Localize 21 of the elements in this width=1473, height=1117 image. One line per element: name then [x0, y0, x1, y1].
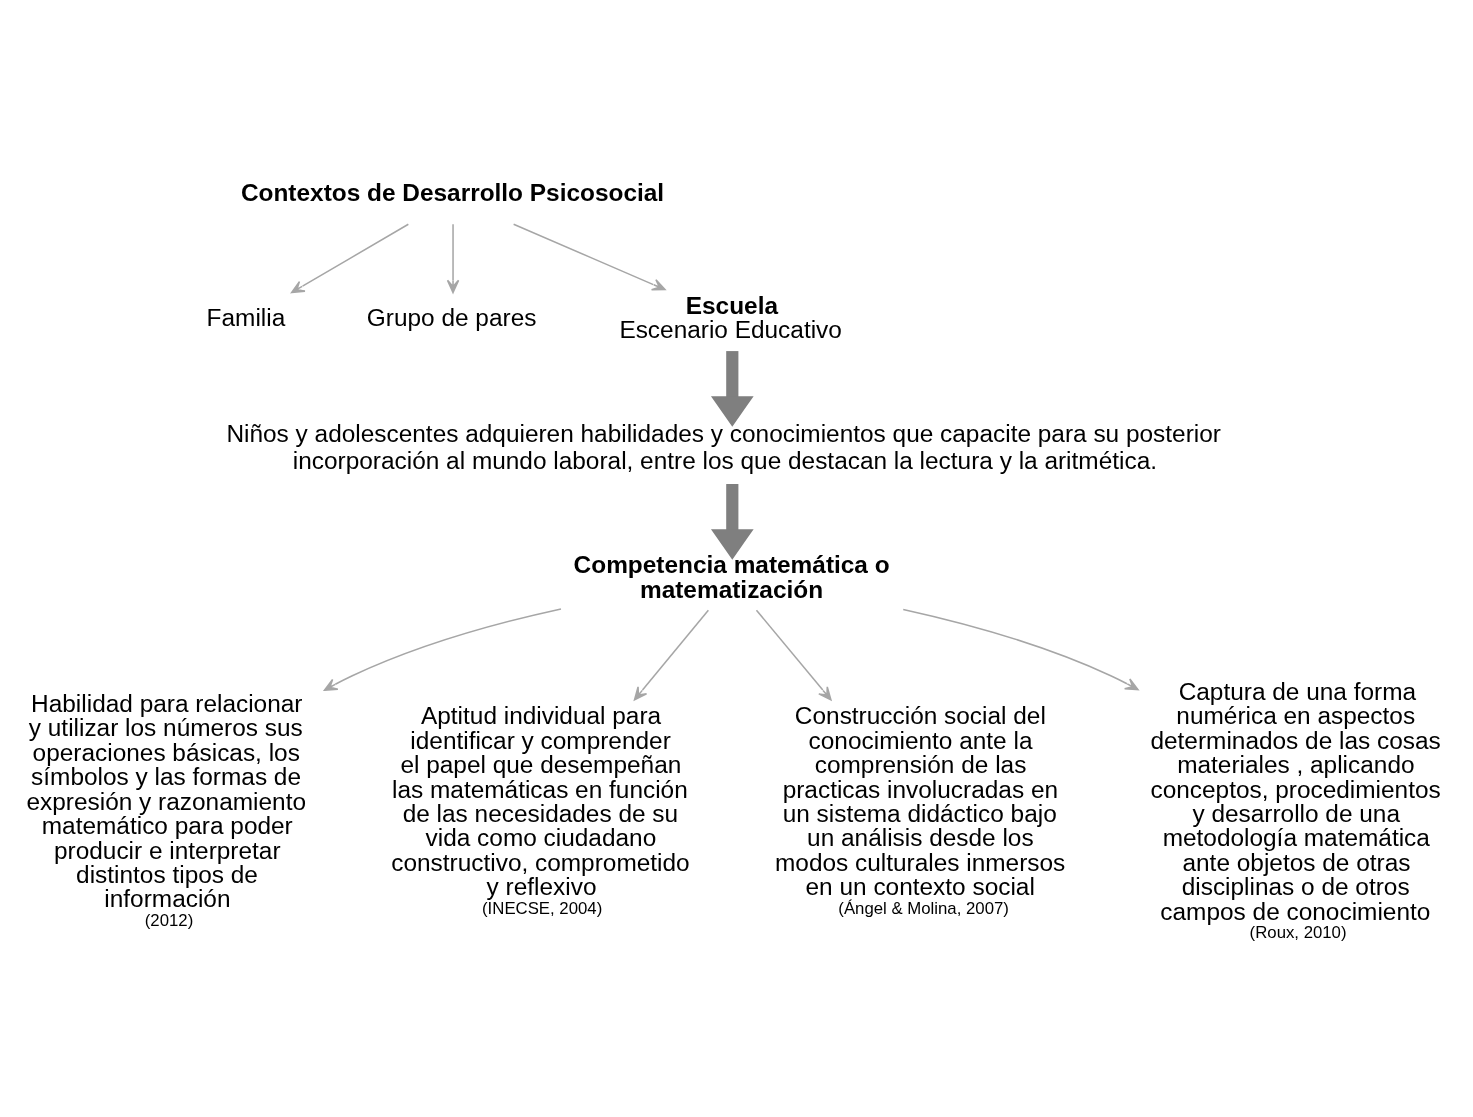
node-text: Construcción social del conocimiento ante la comprensión de las practicas involucradas en un sistema didáctico bajo un análisis desde los modos culturales inmersos en un contexto social: [775, 701, 1066, 900]
arrow: [512, 223, 666, 291]
arrow: [902, 608, 1139, 690]
arrow: [755, 608, 832, 701]
node-text: Contextos de Desarrollo Psicosocial: [240, 178, 665, 206]
node-text: Grupo de pares: [366, 303, 537, 331]
node-label: (2012): [144, 910, 194, 930]
node-text: Captura de una forma numérica en aspectos determinados de las cosas materiales , aplicando conceptos, procedimientos y desarrollo de una metodología matemática ante objetos de otras disciplinas o de otros campos de conocimiento: [1150, 677, 1441, 925]
arrow: [446, 223, 460, 293]
node-text: Familia: [206, 303, 286, 331]
arrow: [633, 608, 710, 701]
arrow: [710, 350, 754, 427]
node-label: (Ángel & Molina, 2007): [838, 897, 1009, 917]
node-text: Habilidad para relacionar y utilizar los números sus operaciones básicas, los símbolos y las formas de expresión y razonamiento matemático para poder producir e interpretar distintos tipos de información: [26, 689, 306, 912]
node-text: Competencia matemática o matematización: [573, 550, 890, 603]
arrow: [710, 483, 754, 560]
arrow: [290, 223, 410, 293]
node-text: Escuela Escenario Educativo: [619, 291, 842, 343]
node-label: (Roux, 2010): [1249, 922, 1347, 942]
arrow: [323, 607, 562, 691]
node-text: Niños y adolescentes adquieren habilidades y conocimientos que capacite para su posterior incorporación al mundo laboral, entre los que destacan la lectura y la aritmética.: [226, 419, 1221, 474]
